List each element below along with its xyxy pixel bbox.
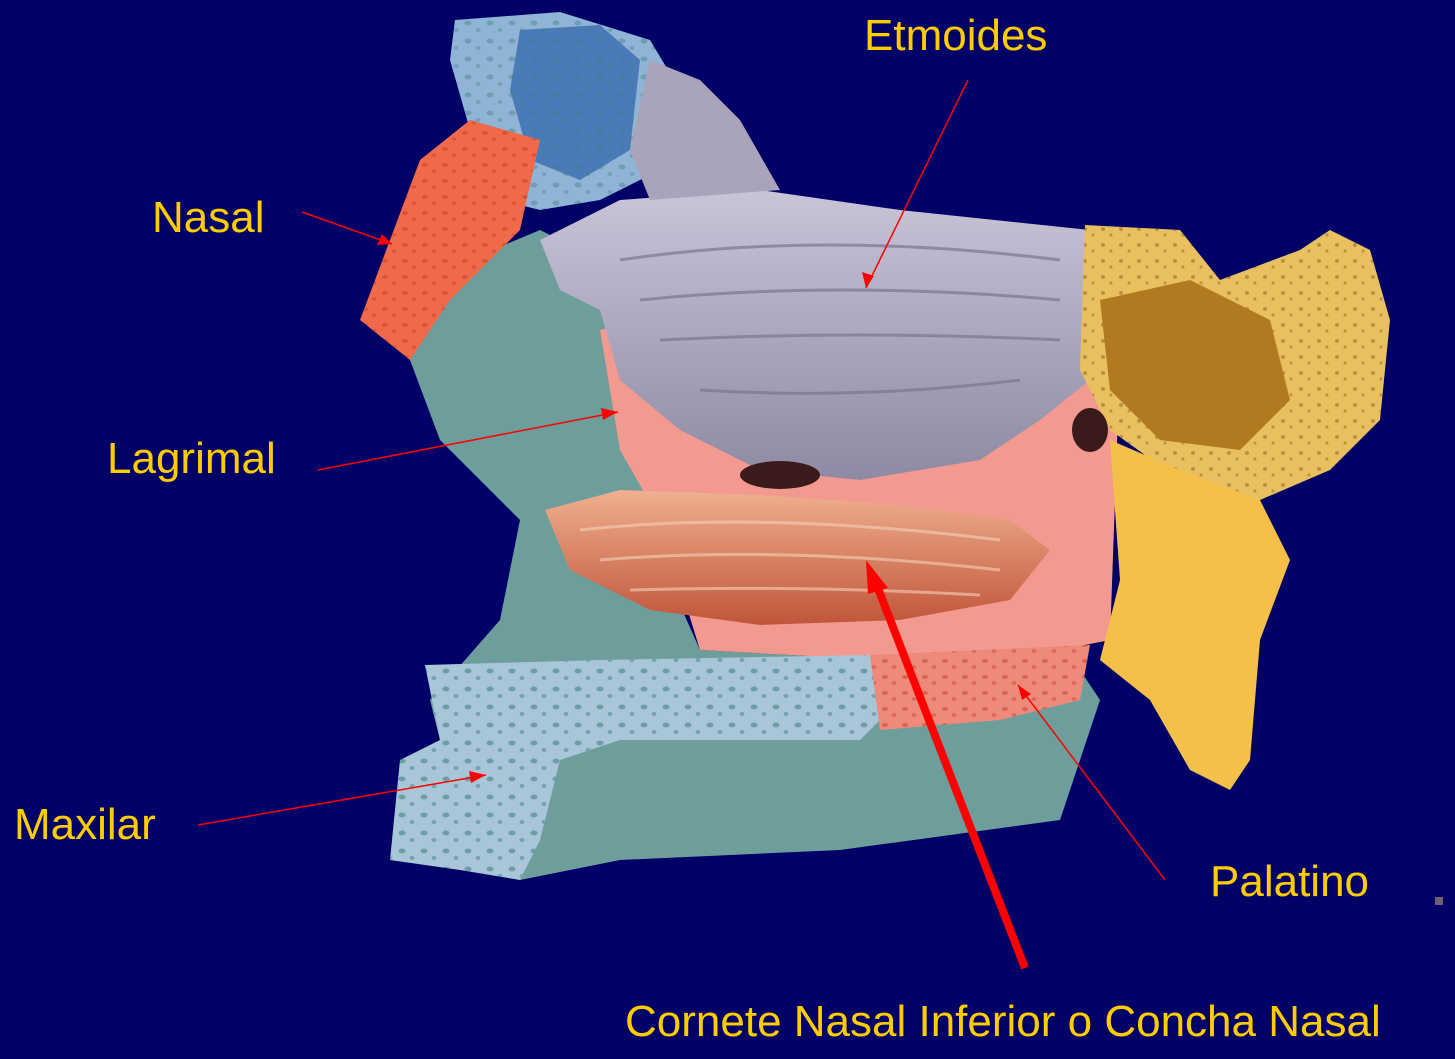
meatus-opening bbox=[740, 461, 820, 489]
label-nasal: Nasal bbox=[152, 196, 265, 240]
nasal-pointer bbox=[302, 212, 392, 244]
label-lagrimal: Lagrimal bbox=[107, 437, 276, 481]
small-mark bbox=[1435, 897, 1443, 905]
label-etmoides: Etmoides bbox=[864, 14, 1047, 58]
label-maxilar: Maxilar bbox=[14, 803, 156, 847]
ethmoid-cribriform bbox=[630, 60, 780, 200]
label-cornete: Cornete Nasal Inferior o Concha Nasal bbox=[625, 1000, 1381, 1044]
sphenopalatine-foramen bbox=[1072, 408, 1108, 452]
label-palatino: Palatino bbox=[1210, 860, 1369, 904]
